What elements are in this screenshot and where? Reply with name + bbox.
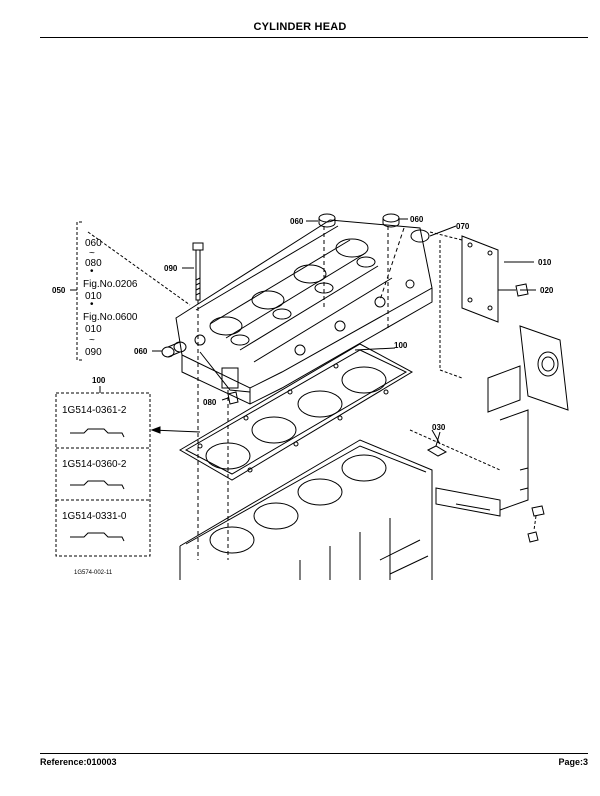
svg-text:•: • — [90, 299, 94, 310]
bolt-080 — [227, 391, 239, 405]
stud-030 — [426, 445, 448, 457]
callout-030: 030 — [432, 423, 446, 432]
callout-050: 050 — [52, 286, 66, 295]
svg-text:Fig.No.0600: Fig.No.0600 — [83, 312, 138, 323]
svg-text:010: 010 — [85, 291, 102, 302]
svg-text:~: ~ — [89, 335, 95, 346]
bolt-020 — [515, 283, 529, 297]
svg-text:080: 080 — [85, 258, 102, 269]
gasket-part-number-1: 1G514-0361-2 — [62, 405, 127, 416]
callout-010: 010 — [538, 258, 552, 267]
callout-070: 070 — [456, 222, 470, 231]
plug-060-left — [318, 213, 336, 223]
callout-060-top-left: 060 — [290, 217, 304, 226]
page-title: CYLINDER HEAD — [253, 21, 347, 33]
callout-050-bracket — [76, 221, 82, 361]
bolt-090 — [192, 242, 204, 301]
gasket-070 — [410, 229, 430, 243]
cylinder-block — [179, 439, 433, 580]
callout-100-table: 100 — [92, 376, 106, 385]
svg-text:060: 060 — [85, 238, 102, 249]
gasket-table-frame — [55, 392, 151, 557]
callout-060-side: 060 — [134, 347, 148, 356]
head-gasket-100 — [179, 343, 414, 481]
gasket-part-number-3: 1G514-0331-0 — [62, 511, 127, 522]
callout-090: 090 — [164, 264, 178, 273]
footer-reference: Reference:010003 — [40, 757, 117, 767]
plug-060-right — [382, 213, 400, 223]
gasket-profile-3 — [70, 532, 125, 542]
cylinder-head — [175, 219, 433, 405]
callout-080: 080 — [203, 398, 217, 407]
header-divider — [40, 37, 588, 38]
svg-text:010: 010 — [85, 324, 102, 335]
svg-text:Fig.No.0206: Fig.No.0206 — [83, 279, 138, 290]
callout-020: 020 — [540, 286, 554, 295]
engine-bracket — [435, 325, 569, 517]
drawing-number: 1G574-002-11 — [74, 570, 113, 576]
svg-text:090: 090 — [85, 347, 102, 358]
footer-divider — [40, 753, 588, 754]
callout-060-top-right: 060 — [410, 215, 424, 224]
callout-050-list: 060 ~ 080 • Fig.No.0206 010 • Fig.No.060… — [83, 238, 138, 358]
gasket-part-number-2: 1G514-0360-2 — [62, 459, 127, 470]
gasket-profile-2 — [70, 480, 125, 490]
footer-page: Page:3 — [558, 757, 588, 767]
gasket-profile-1 — [70, 428, 125, 438]
callout-100-gasket: 100 — [394, 341, 408, 350]
svg-text:•: • — [90, 266, 94, 277]
cover-plate-010 — [461, 235, 499, 323]
svg-text:~: ~ — [89, 248, 95, 259]
